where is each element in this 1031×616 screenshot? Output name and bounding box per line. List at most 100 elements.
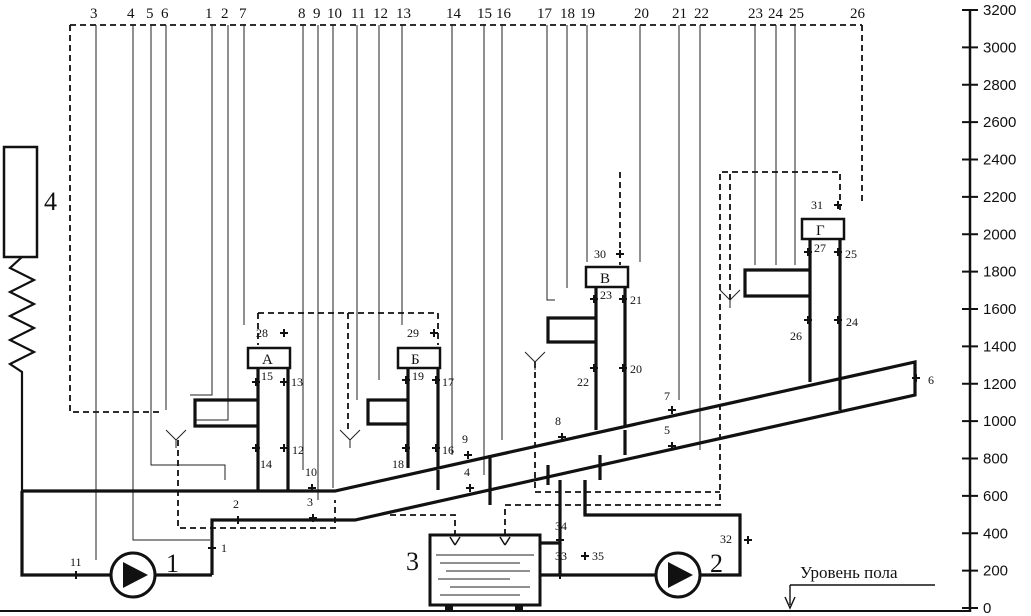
valve: 23 (590, 288, 612, 303)
top-number: 11 (351, 6, 365, 22)
svg-text:18: 18 (392, 457, 404, 471)
valves: 1 2 3 4 5 6 7 8 9 10 11 12 13 14 15 16 1… (70, 198, 934, 579)
heater: 4 (2, 145, 57, 491)
floor-pointer (784, 584, 935, 610)
valve: 7 (664, 389, 676, 414)
heater-label: 4 (44, 187, 57, 216)
top-number: 6 (161, 6, 169, 22)
scale-label: 3000 (983, 39, 1016, 56)
svg-text:26: 26 (790, 329, 802, 343)
svg-text:23: 23 (600, 288, 612, 302)
svg-text:35: 35 (592, 549, 604, 563)
device-a-label: А (262, 352, 273, 368)
top-number: 1 (205, 6, 213, 22)
valve: 2 (233, 497, 242, 524)
scale-label: 0 (983, 600, 991, 616)
valve: 24 (834, 315, 858, 329)
svg-text:3: 3 (307, 495, 313, 509)
top-number: 7 (239, 6, 247, 22)
svg-text:25: 25 (845, 247, 857, 261)
drain-dashed-lines (177, 171, 841, 545)
svg-text:11: 11 (70, 555, 82, 569)
valve: 4 (464, 465, 474, 492)
valve: 28 (256, 326, 288, 340)
svg-text:28: 28 (256, 326, 268, 340)
valve: 35 (581, 549, 604, 563)
svg-text:24: 24 (846, 315, 858, 329)
valve: 30 (594, 247, 624, 261)
valve: 14 (252, 444, 272, 471)
pump-1: 1 (109, 549, 179, 599)
svg-text:30: 30 (594, 247, 606, 261)
scale-label: 2400 (983, 152, 1016, 169)
valve: 27 (804, 241, 826, 256)
valve: 8 (555, 414, 566, 441)
valve: 34 (555, 519, 567, 544)
pump-2: 2 (654, 549, 723, 599)
device-g-box (800, 217, 846, 241)
top-number: 21 (672, 6, 687, 22)
top-number: 5 (146, 6, 154, 22)
device-g-label: Г (816, 223, 825, 239)
valve: 16 (432, 443, 454, 457)
funnels (165, 289, 741, 448)
top-number: 9 (313, 6, 321, 22)
scale-label: 800 (983, 451, 1008, 468)
top-number: 15 (477, 6, 492, 22)
top-number: 26 (850, 6, 866, 22)
valve: 22 (577, 364, 598, 389)
scale-label: 2600 (983, 114, 1016, 131)
top-number: 4 (127, 6, 135, 22)
pump-1-label: 1 (166, 549, 179, 578)
svg-text:13: 13 (291, 375, 303, 389)
top-number: 2 (221, 6, 229, 22)
svg-text:1: 1 (221, 541, 227, 555)
pump-2-arrow (668, 562, 693, 588)
valve: 1 (208, 541, 227, 555)
heater-body (2, 145, 39, 259)
valve: 10 (305, 465, 317, 492)
top-number: 8 (298, 6, 306, 22)
top-number: 19 (580, 6, 595, 22)
svg-text:33: 33 (555, 549, 567, 563)
valve: 3 (307, 495, 317, 522)
scale-label: 2800 (983, 77, 1016, 94)
svg-text:8: 8 (555, 414, 561, 428)
elevation-scale: 3200300028002600240022002000180016001400… (962, 2, 1016, 616)
top-number: 10 (327, 6, 342, 22)
top-number: 13 (396, 6, 411, 22)
valve: 20 (619, 362, 642, 376)
valve: 17 (432, 375, 454, 389)
device-boxes: А Б В Г (246, 217, 846, 370)
tank: 3 (406, 533, 542, 610)
device-b-box (396, 346, 442, 370)
svg-text:32: 32 (720, 532, 732, 546)
valve: 12 (280, 443, 304, 457)
svg-text:27: 27 (814, 241, 826, 255)
svg-text:15: 15 (261, 369, 273, 383)
svg-text:7: 7 (664, 389, 670, 403)
svg-text:17: 17 (442, 375, 454, 389)
scale-label: 2000 (983, 226, 1016, 243)
svg-text:22: 22 (577, 375, 589, 389)
svg-text:20: 20 (630, 362, 642, 376)
valve: 29 (407, 326, 438, 340)
top-number: 12 (373, 6, 388, 22)
scale-label: 1200 (983, 376, 1016, 393)
valve: 25 (834, 247, 857, 261)
device-v-label: В (600, 271, 610, 287)
floor-label: Уровень пола (800, 563, 898, 582)
scale-label: 1800 (983, 264, 1016, 281)
top-number: 25 (789, 6, 804, 22)
pump-2-label: 2 (710, 549, 723, 578)
svg-text:29: 29 (407, 326, 419, 340)
pump-1-arrow (123, 562, 148, 588)
valve: 5 (664, 423, 676, 450)
svg-text:12: 12 (292, 443, 304, 457)
svg-text:2: 2 (233, 497, 239, 511)
valve: 6 (912, 373, 934, 387)
svg-text:10: 10 (305, 465, 317, 479)
valve: 32 (720, 532, 752, 546)
